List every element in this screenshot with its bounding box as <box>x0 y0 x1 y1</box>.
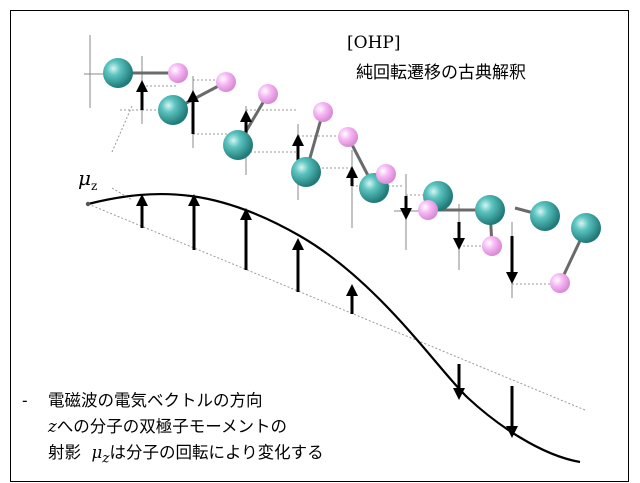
atom-small-1 <box>168 63 188 83</box>
mu-subscript: z <box>91 179 98 193</box>
baseline-guide <box>87 203 586 411</box>
note-line-2: zへの分子の双極子モーメントの <box>22 414 324 440</box>
ohp-tag: [OHP] <box>347 33 401 53</box>
atom-large-8 <box>530 201 560 231</box>
slide-frame <box>10 10 629 482</box>
slide-title: 純回転遷移の古典解釈 <box>356 63 526 83</box>
atom-large-7 <box>475 195 505 225</box>
atom-small-9 <box>550 273 570 293</box>
atom-small-6 <box>376 164 396 184</box>
note-z-variable: z <box>48 417 57 436</box>
note-mu: μ <box>91 443 103 462</box>
atom-large-2 <box>158 95 188 125</box>
atom-large-1 <box>103 58 133 88</box>
atom-small-7 <box>418 200 438 220</box>
note-line-3-text: は分子の回転により変化する <box>109 443 324 462</box>
mu-symbol: μ <box>78 166 91 190</box>
note-line-1-text: 電磁波の電気ベクトルの方向 <box>48 391 263 410</box>
note-line-3: 射影 μzは分子の回転により変化する <box>22 440 324 471</box>
mu-z-label: μz <box>78 166 97 193</box>
atoms <box>103 58 601 293</box>
atom-large-4 <box>291 157 321 187</box>
atom-large-9 <box>571 213 601 243</box>
atom-small-2 <box>216 72 236 92</box>
atom-large-3 <box>223 130 253 160</box>
explanation-note: -電磁波の電気ベクトルの方向 zへの分子の双極子モーメントの 射影 μzは分子の… <box>22 388 324 471</box>
note-line-1: - 電磁波の電気ベクトルの方向 <box>22 388 324 414</box>
wave-vectors <box>136 194 518 438</box>
note-line-3-a: 射影 <box>48 443 81 462</box>
note-bullet: - <box>22 391 28 410</box>
atom-small-4 <box>313 102 333 122</box>
atom-small-5 <box>338 127 358 147</box>
wave-start-dot <box>85 201 91 207</box>
label-leader-2 <box>111 105 133 153</box>
note-mu-sub: z <box>102 450 110 467</box>
atom-small-8 <box>482 236 502 256</box>
note-line-2-text: への分子の双極子モーメントの <box>56 417 288 436</box>
atom-small-3 <box>258 84 278 104</box>
